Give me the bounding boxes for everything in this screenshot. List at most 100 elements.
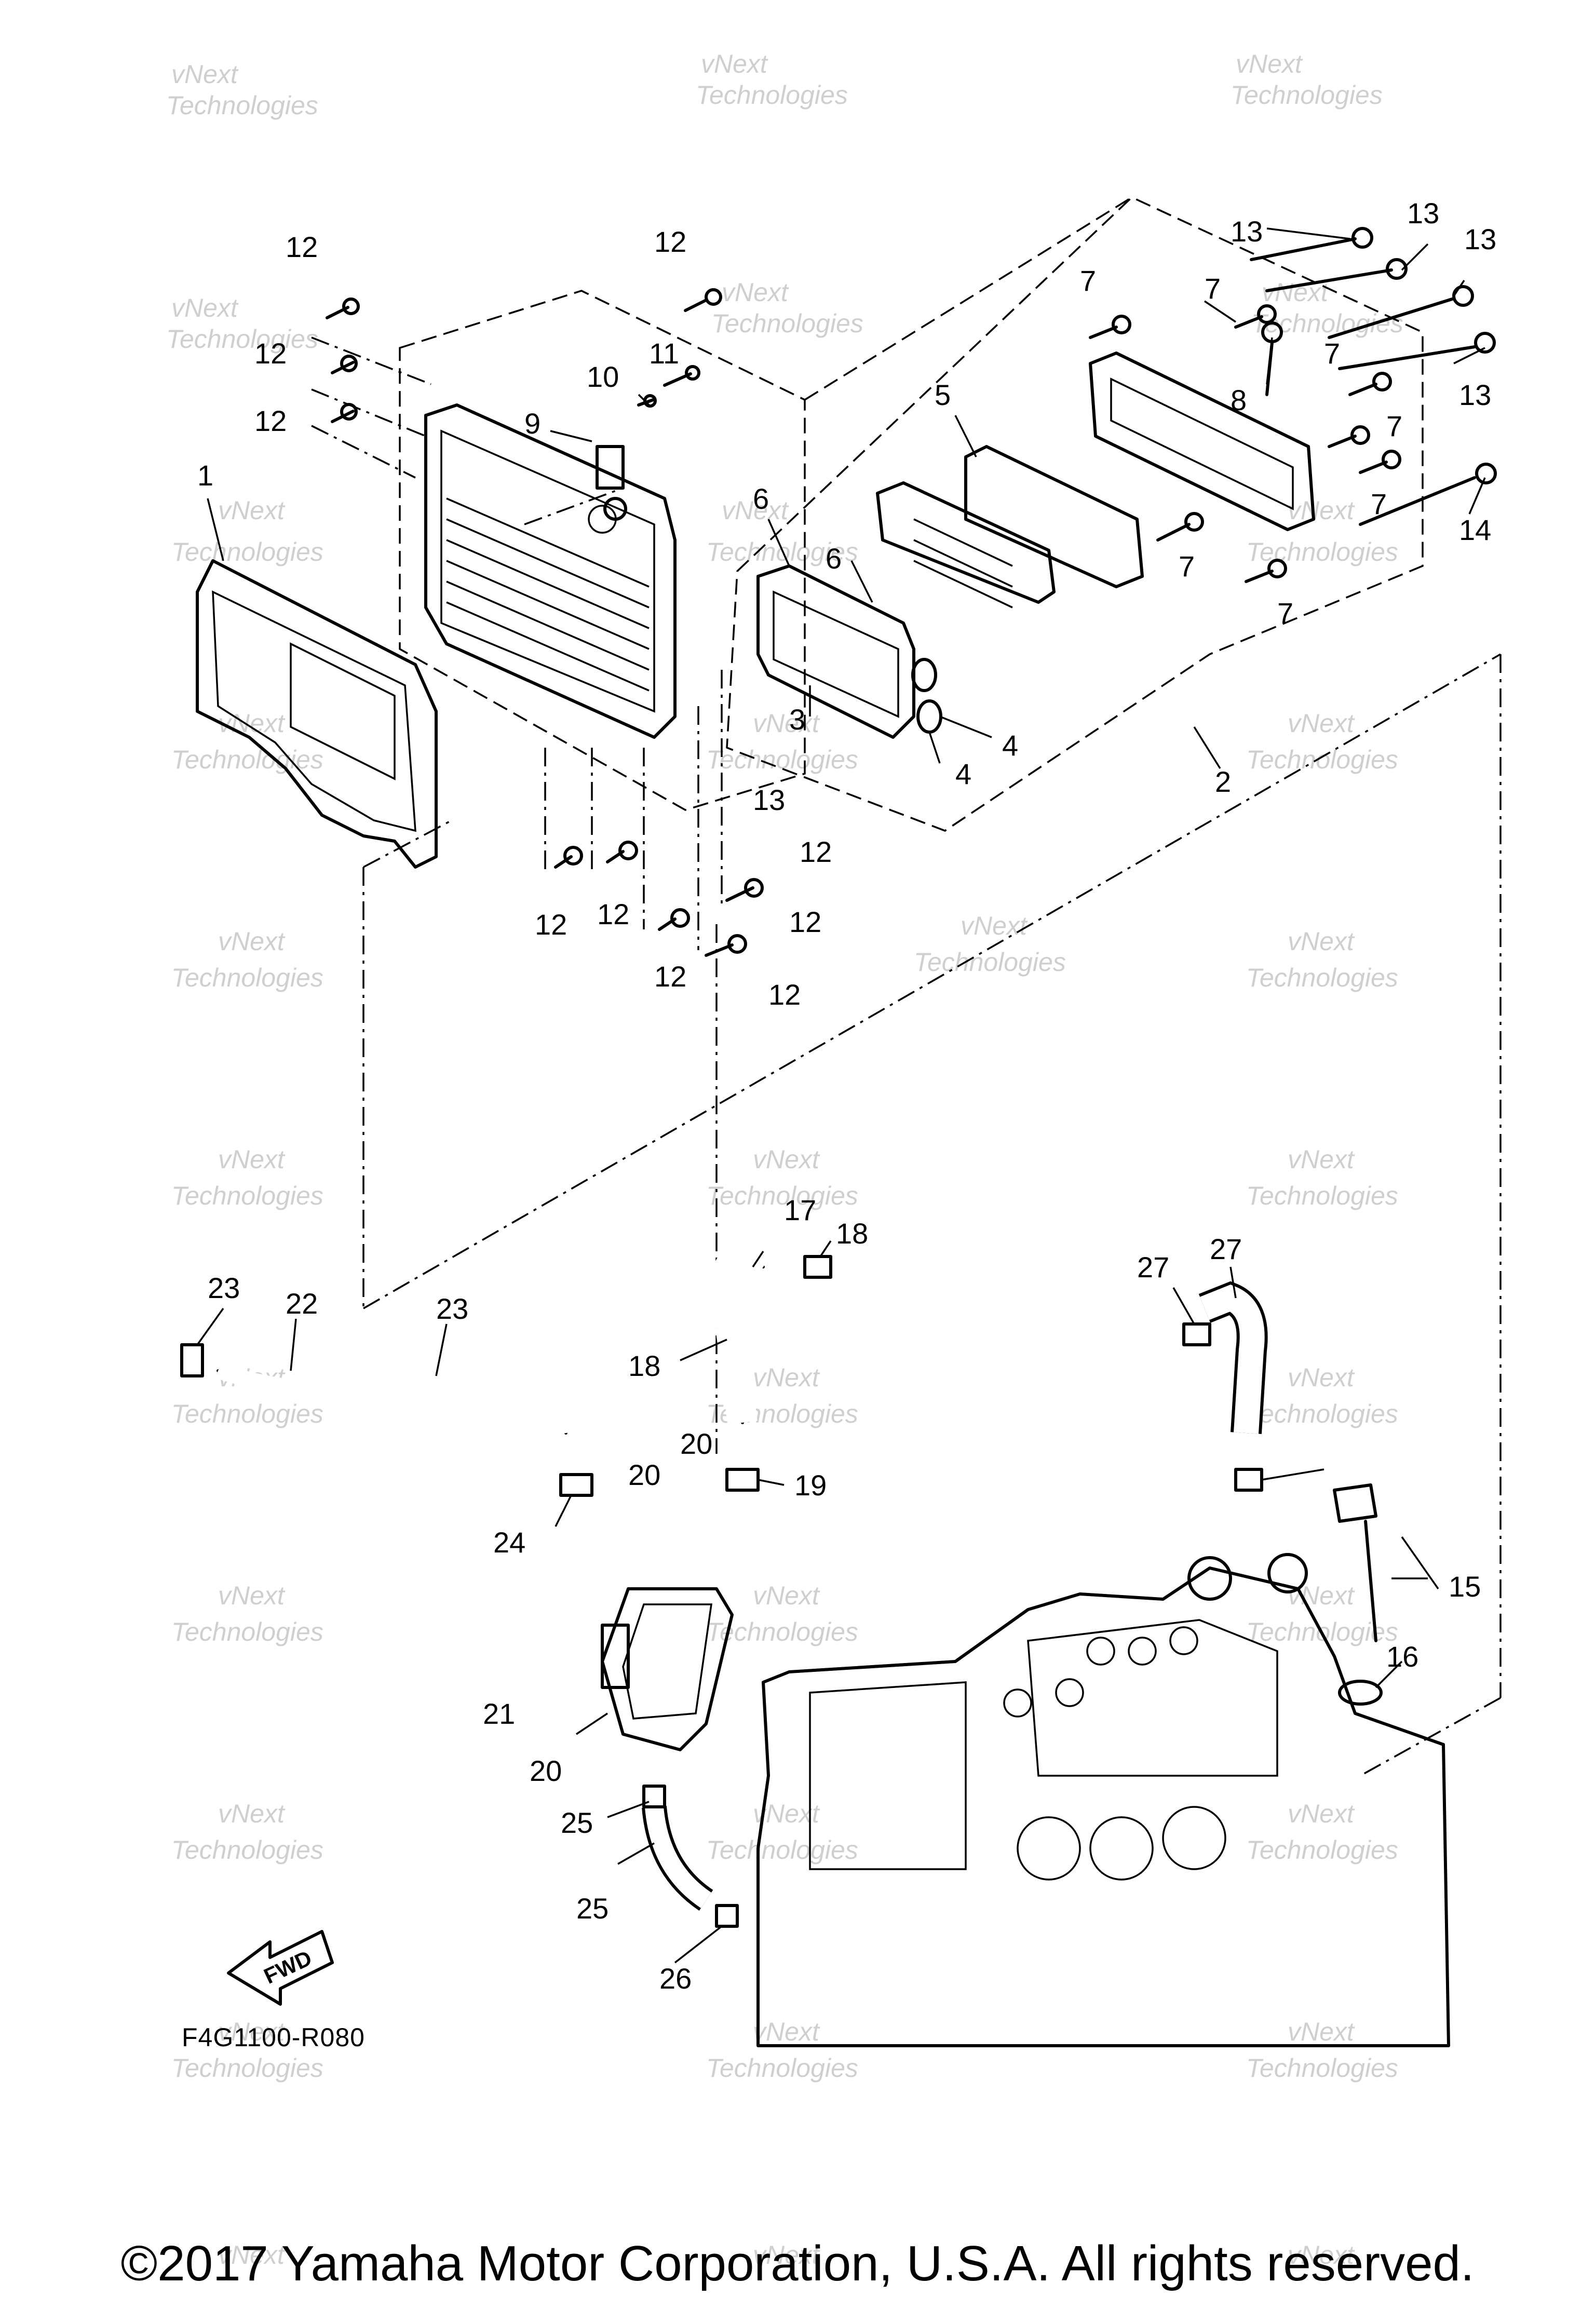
clamp-icon: [180, 1343, 204, 1377]
watermark-line1: vNext: [218, 927, 286, 956]
callout-label: 12: [654, 225, 686, 258]
watermark-line1: vNext: [1288, 1145, 1355, 1174]
clamp-icon: [1234, 1468, 1263, 1492]
callout-label: 7: [1179, 550, 1195, 583]
bolt-icon: [705, 934, 747, 957]
watermark-line1: vNext: [1288, 496, 1355, 525]
callout-label: 12: [768, 978, 801, 1011]
callout-label: 1: [197, 459, 213, 492]
callout-label: 5: [935, 379, 951, 411]
clamp-icon: [715, 1904, 739, 1928]
watermark-line1: vNext: [1288, 1799, 1355, 1828]
bolt-icon: [1250, 227, 1373, 261]
clamp-icon: [725, 1468, 760, 1492]
callout-label: 13: [753, 783, 785, 816]
callout-label: 12: [535, 908, 567, 941]
watermark-line1: vNext: [218, 496, 286, 525]
callout-label: 17: [784, 1194, 816, 1226]
callout-label: 7: [1324, 337, 1340, 370]
watermark-line2: Technologies: [706, 1835, 858, 1864]
callout-label: 12: [254, 404, 287, 437]
callout-label: 7: [1371, 488, 1387, 520]
callout-label: 7: [1205, 272, 1221, 305]
watermark-line2: Technologies: [1246, 2053, 1398, 2083]
watermark-line2: Technologies: [1246, 745, 1398, 774]
callout-label: 6: [753, 482, 769, 515]
clamp-icon: [559, 1473, 593, 1497]
callout-label: 3: [789, 703, 805, 736]
callout-label: 13: [1231, 215, 1263, 248]
watermark-line2: Technologies: [171, 745, 323, 774]
watermark-layer: vNext Technologies vNext Technologies vN…: [166, 49, 1403, 2269]
watermark-line2: Technologies: [1246, 1181, 1398, 1210]
clamp-icon: [1182, 1322, 1211, 1346]
watermark-line1: vNext: [1236, 49, 1303, 78]
callout-label: 12: [597, 898, 629, 930]
bolt-group: [326, 227, 1497, 957]
watermark-line2: Technologies: [166, 91, 318, 120]
watermark-line1: vNext: [1288, 1363, 1355, 1392]
watermark-line1: vNext: [753, 1581, 820, 1610]
watermark-line1: vNext: [753, 2017, 820, 2046]
callout-label: 12: [286, 231, 318, 263]
watermark-line2: Technologies: [171, 2053, 323, 2083]
callout-label: 23: [208, 1272, 240, 1304]
callout-label: 12: [254, 337, 287, 370]
callout-label: 4: [955, 758, 971, 790]
copyright-notice: ©2017 Yamaha Motor Corporation, U.S.A. A…: [120, 2236, 1475, 2291]
watermark-line1: vNext: [961, 911, 1028, 940]
assembly-boundary-cover: [399, 290, 806, 811]
watermark-line1: vNext: [753, 1363, 820, 1392]
callout-label: 27: [1137, 1251, 1169, 1283]
bolt-icon: [606, 841, 638, 863]
watermark-line1: vNext: [218, 1145, 286, 1174]
bolt-icon: [1156, 512, 1204, 542]
callout-label: 7: [1277, 597, 1293, 629]
watermark-line2: Technologies: [171, 963, 323, 992]
bolt-icon: [331, 355, 358, 374]
bolt-icon: [1359, 463, 1497, 526]
leader-lines: [196, 227, 1486, 1964]
watermark-line2: Technologies: [1246, 537, 1398, 566]
bolt-icon: [1245, 559, 1287, 583]
bolt-icon: [1359, 450, 1401, 474]
callout-label: 21: [483, 1697, 515, 1730]
bolt-icon: [1338, 332, 1496, 370]
watermark-line2: Technologies: [706, 2053, 858, 2083]
callout-label: 2: [1215, 765, 1231, 798]
bolt-icon: [684, 288, 722, 312]
callout-label: 13: [1464, 223, 1496, 255]
watermark-line2: Technologies: [171, 1617, 323, 1646]
watermark-line2: Technologies: [711, 309, 863, 338]
callout-label: 20: [530, 1754, 562, 1787]
watermark-line1: vNext: [722, 496, 789, 525]
callout-label: 25: [576, 1892, 609, 1925]
bolt-icon: [331, 403, 358, 423]
watermark-line2: Technologies: [706, 745, 858, 774]
callout-labels: 1 2 3 4 4 5 6 6 7 7 7 7 7 7 7 8 9 10 11 …: [197, 197, 1496, 1995]
bolt-icon: [1328, 425, 1370, 448]
watermark-line1: vNext: [1288, 1581, 1355, 1610]
callout-label: 23: [436, 1292, 468, 1325]
fwd-arrow-icon: FWD: [227, 1930, 334, 2006]
callout-label: 22: [286, 1287, 318, 1320]
watermark-line1: vNext: [171, 60, 239, 89]
watermark-line1: vNext: [1288, 927, 1355, 956]
watermark-line2: Technologies: [914, 948, 1066, 977]
watermark-line2: Technologies: [171, 1399, 323, 1428]
watermark-line1: vNext: [1288, 2017, 1355, 2046]
breather-cover-part: [1089, 321, 1315, 531]
callout-label: 7: [1080, 264, 1096, 297]
cover-part: [424, 403, 677, 739]
watermark-line1: vNext: [171, 293, 239, 322]
bolt-icon: [663, 365, 700, 387]
callout-label: 12: [654, 960, 686, 993]
clamp-icon: [803, 1255, 832, 1279]
watermark-line2: Technologies: [706, 1181, 858, 1210]
watermark-line2: Technologies: [171, 537, 323, 566]
callout-label: 14: [1459, 514, 1491, 546]
watermark-line1: vNext: [218, 2240, 286, 2269]
callout-label: 12: [800, 835, 832, 868]
callout-label: 11: [649, 337, 679, 370]
